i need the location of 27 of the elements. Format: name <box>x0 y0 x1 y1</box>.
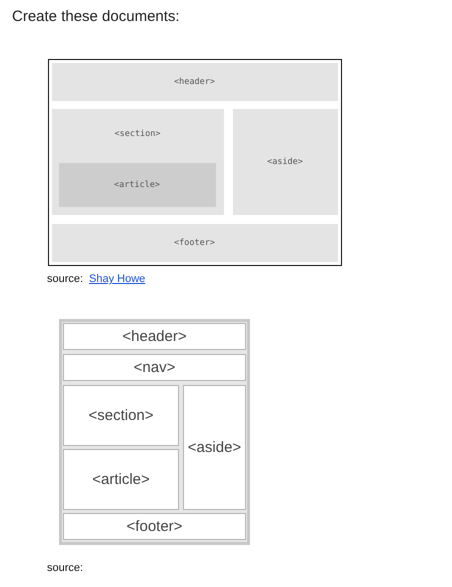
region-tag: <header> <box>122 328 187 345</box>
layout-region <box>63 385 179 446</box>
region-tag: <article> <box>114 180 160 190</box>
region-tag: <article> <box>92 471 150 488</box>
layout-frame <box>59 319 250 545</box>
layout-frame <box>48 59 342 266</box>
layout-region <box>52 62 338 100</box>
region-tag: <aside> <box>188 439 242 456</box>
source-link: Shay Howe <box>89 273 146 285</box>
layout-region <box>63 513 246 540</box>
region-tag: <aside> <box>267 156 303 166</box>
source-label: source: <box>47 562 84 574</box>
source-label: source: <box>47 273 84 285</box>
region-tag: <footer> <box>174 238 215 248</box>
layout-region <box>63 354 246 381</box>
region-tag: <section> <box>88 407 154 424</box>
region-tag: <footer> <box>126 518 182 535</box>
layout-region <box>52 108 224 214</box>
region-tag: <header> <box>174 76 215 86</box>
layout-region <box>63 323 246 350</box>
region-tag: <section> <box>114 128 161 138</box>
layout-region <box>232 108 338 214</box>
title: Create these documents: <box>12 8 180 25</box>
layout-region <box>52 224 338 262</box>
region-tag: <nav> <box>134 359 176 376</box>
layout-region <box>183 385 246 510</box>
layout-region <box>63 449 179 510</box>
